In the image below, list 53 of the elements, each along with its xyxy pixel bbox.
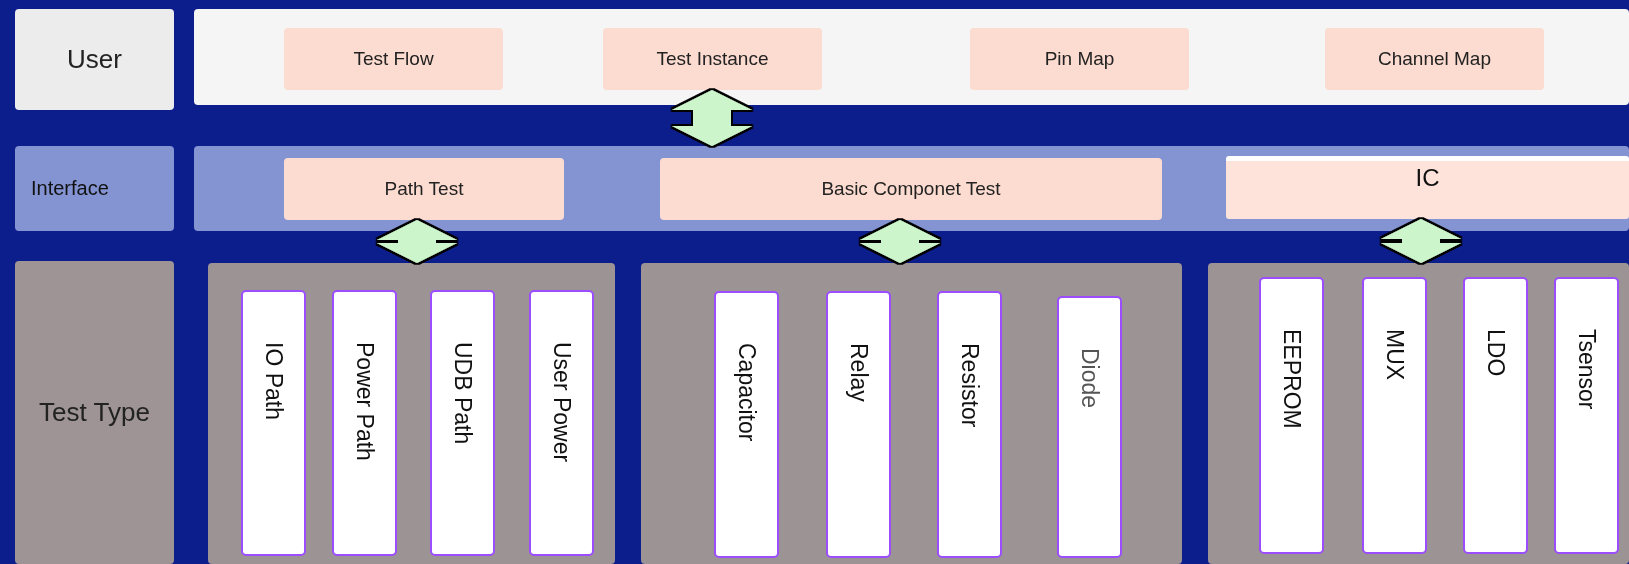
double-arrow <box>860 220 940 263</box>
test-item-card <box>1554 277 1619 554</box>
module-label: IC <box>1415 164 1440 192</box>
test-item-label: UDB Path <box>449 342 476 445</box>
test-item-card <box>430 290 495 556</box>
layer-label: User <box>67 44 122 75</box>
double-arrow <box>1381 219 1461 263</box>
layer-header <box>15 146 174 231</box>
layer-band <box>194 9 1629 105</box>
test-item-card <box>1362 277 1427 554</box>
layer-label: Test Type <box>39 397 150 428</box>
layer-label: Interface <box>31 177 109 200</box>
group-panel <box>208 263 615 564</box>
test-item-label: Capacitor <box>733 343 760 442</box>
module-label: Path Test <box>384 178 464 200</box>
test-item-card <box>826 291 891 558</box>
test-item-label: Power Path <box>351 342 378 461</box>
group-panel <box>641 263 1182 564</box>
module-box <box>970 28 1189 90</box>
test-item-label: Relay <box>845 343 872 402</box>
module-box <box>660 158 1162 220</box>
module-label: Pin Map <box>1044 48 1115 70</box>
module-box <box>603 28 822 90</box>
module-box <box>284 158 564 220</box>
module-box <box>1325 28 1544 90</box>
test-item-card <box>1057 296 1122 558</box>
test-item-card <box>332 290 397 556</box>
test-item-label: MUX <box>1381 329 1408 381</box>
test-item-label: Resistor <box>956 343 983 428</box>
module-box <box>284 28 503 90</box>
test-item-card <box>937 291 1002 558</box>
module-label: Basic Componet Test <box>821 178 1001 200</box>
module-box <box>1226 156 1629 219</box>
test-item-card <box>1463 277 1528 554</box>
module-label: Test Flow <box>353 48 434 70</box>
test-item-card <box>529 290 594 556</box>
layer-header <box>15 261 174 564</box>
module-label: Test Instance <box>656 48 769 70</box>
group-panel <box>1208 263 1629 564</box>
layer-header <box>15 9 174 110</box>
test-item-card <box>241 290 306 556</box>
double-arrow <box>672 90 752 146</box>
test-item-label: Tsensor <box>1573 329 1600 410</box>
test-item-card <box>714 291 779 558</box>
test-item-label: EEPROM <box>1278 329 1305 429</box>
test-item-label: User Power <box>548 342 575 463</box>
test-item-label: IO Path <box>260 342 287 420</box>
test-item-label: Diode <box>1076 348 1103 409</box>
test-item-card <box>1259 277 1324 554</box>
module-label: Channel Map <box>1378 48 1491 70</box>
double-arrow <box>377 220 457 263</box>
layer-band <box>194 146 1629 231</box>
test-item-label: LDO <box>1482 329 1509 377</box>
